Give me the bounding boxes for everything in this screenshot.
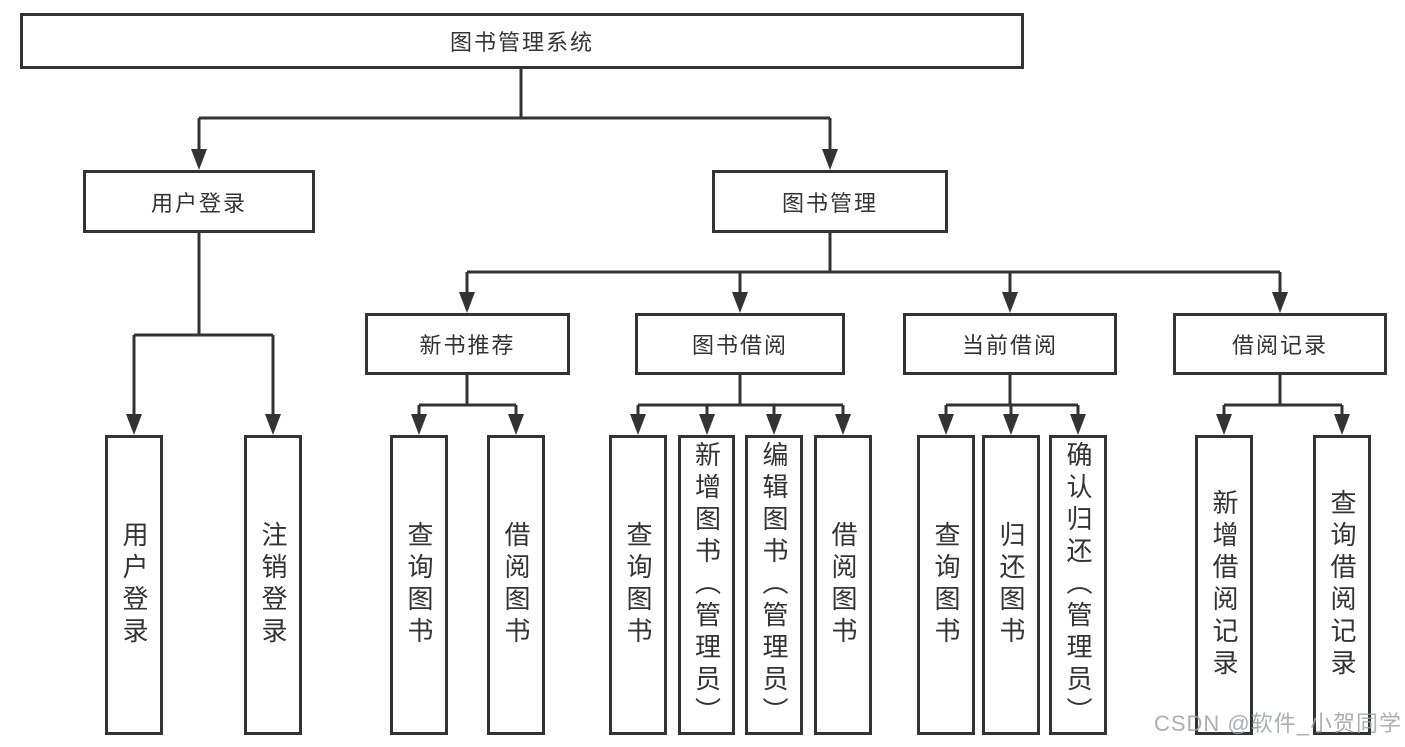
connector-book-borrow [636, 375, 845, 419]
leaf-borrow-borrow-books-label: 借阅图书 [828, 521, 858, 649]
leaf-borrow-add-books-admin-label: 新增图书（管理员） [691, 441, 722, 729]
leaf-records-add-record-label: 新增借阅记录 [1209, 489, 1239, 681]
arrow-icon [508, 414, 524, 435]
node-borrow-records: 借阅记录 [1173, 313, 1387, 375]
node-user-login-label: 用户登录 [150, 190, 247, 216]
leaf-borrow-query-books-label: 查询图书 [623, 521, 653, 649]
watermark: CSDN @软件_小贺同学 [1153, 711, 1402, 736]
arrow-icon [822, 149, 838, 170]
node-new-book-recommend-label: 新书推荐 [419, 333, 516, 358]
leaf-borrow-query-books: 查询图书 [609, 435, 667, 735]
node-borrow-records-label: 借阅记录 [1231, 333, 1328, 358]
node-book-mgmt-label: 图书管理 [781, 190, 878, 216]
arrow-icon [938, 414, 954, 435]
arrow-icon [411, 414, 427, 435]
arrow-icon [1070, 414, 1086, 435]
connector-user-login [132, 233, 275, 419]
arrow-icon [1216, 414, 1232, 435]
leaf-current-confirm-return-admin: 确认归还（管理员） [1049, 435, 1107, 735]
leaf-recommend-query-books-label: 查询图书 [404, 521, 434, 649]
connector-book-mgmt [465, 233, 1282, 297]
arrow-icon [1002, 292, 1018, 313]
arrow-icon [1272, 292, 1288, 313]
leaf-current-query-books-label: 查询图书 [931, 521, 961, 649]
leaf-current-return-books-label: 归还图书 [996, 521, 1026, 649]
leaf-user-login: 用户登录 [105, 435, 163, 735]
leaf-recommend-borrow-books-label: 借阅图书 [501, 521, 531, 649]
leaf-current-confirm-return-admin-label: 确认归还（管理员） [1063, 441, 1093, 729]
arrow-icon [630, 414, 646, 435]
leaf-borrow-add-books-admin: 新增图书（管理员） [678, 435, 735, 735]
arrow-icon [732, 292, 748, 313]
node-root-label: 图书管理系统 [449, 30, 594, 55]
leaf-logout-label: 注销登录 [258, 521, 288, 649]
arrow-icon [1334, 414, 1350, 435]
arrow-icon [766, 414, 782, 435]
node-new-book-recommend: 新书推荐 [365, 313, 570, 375]
leaf-records-query-record-label: 查询借阅记录 [1327, 489, 1357, 681]
arrow-icon [459, 292, 475, 313]
leaf-current-query-books: 查询图书 [917, 435, 975, 735]
leaf-current-return-books: 归还图书 [982, 435, 1040, 735]
leaf-logout: 注销登录 [244, 435, 302, 735]
node-root: 图书管理系统 [20, 13, 1024, 69]
leaf-borrow-borrow-books: 借阅图书 [814, 435, 872, 735]
node-current-borrow: 当前借阅 [903, 313, 1117, 375]
connector-borrow-records [1222, 375, 1344, 419]
arrow-icon [126, 414, 142, 435]
leaf-records-add-record: 新增借阅记录 [1195, 435, 1253, 735]
arrow-icon [265, 414, 281, 435]
leaf-borrow-edit-books-admin-label: 编辑图书（管理员） [759, 441, 789, 729]
arrow-icon [1003, 414, 1019, 435]
node-book-borrow-label: 图书借阅 [691, 333, 788, 358]
connector-current-borrow [944, 375, 1080, 419]
leaf-borrow-edit-books-admin: 编辑图书（管理员） [745, 435, 803, 735]
leaf-recommend-borrow-books: 借阅图书 [487, 435, 545, 735]
node-user-login: 用户登录 [83, 170, 315, 233]
arrow-icon [835, 414, 851, 435]
connector-new-book-recommend [417, 375, 518, 419]
node-book-mgmt: 图书管理 [712, 170, 948, 233]
node-book-borrow: 图书借阅 [635, 313, 845, 375]
arrowheads [126, 149, 1350, 435]
arrow-icon [699, 414, 715, 435]
arrow-icon [191, 149, 207, 170]
leaf-recommend-query-books: 查询图书 [390, 435, 448, 735]
leaf-records-query-record: 查询借阅记录 [1313, 435, 1371, 735]
connector-root [197, 68, 832, 154]
leaf-user-login-label: 用户登录 [119, 521, 149, 649]
node-current-borrow-label: 当前借阅 [961, 333, 1058, 358]
